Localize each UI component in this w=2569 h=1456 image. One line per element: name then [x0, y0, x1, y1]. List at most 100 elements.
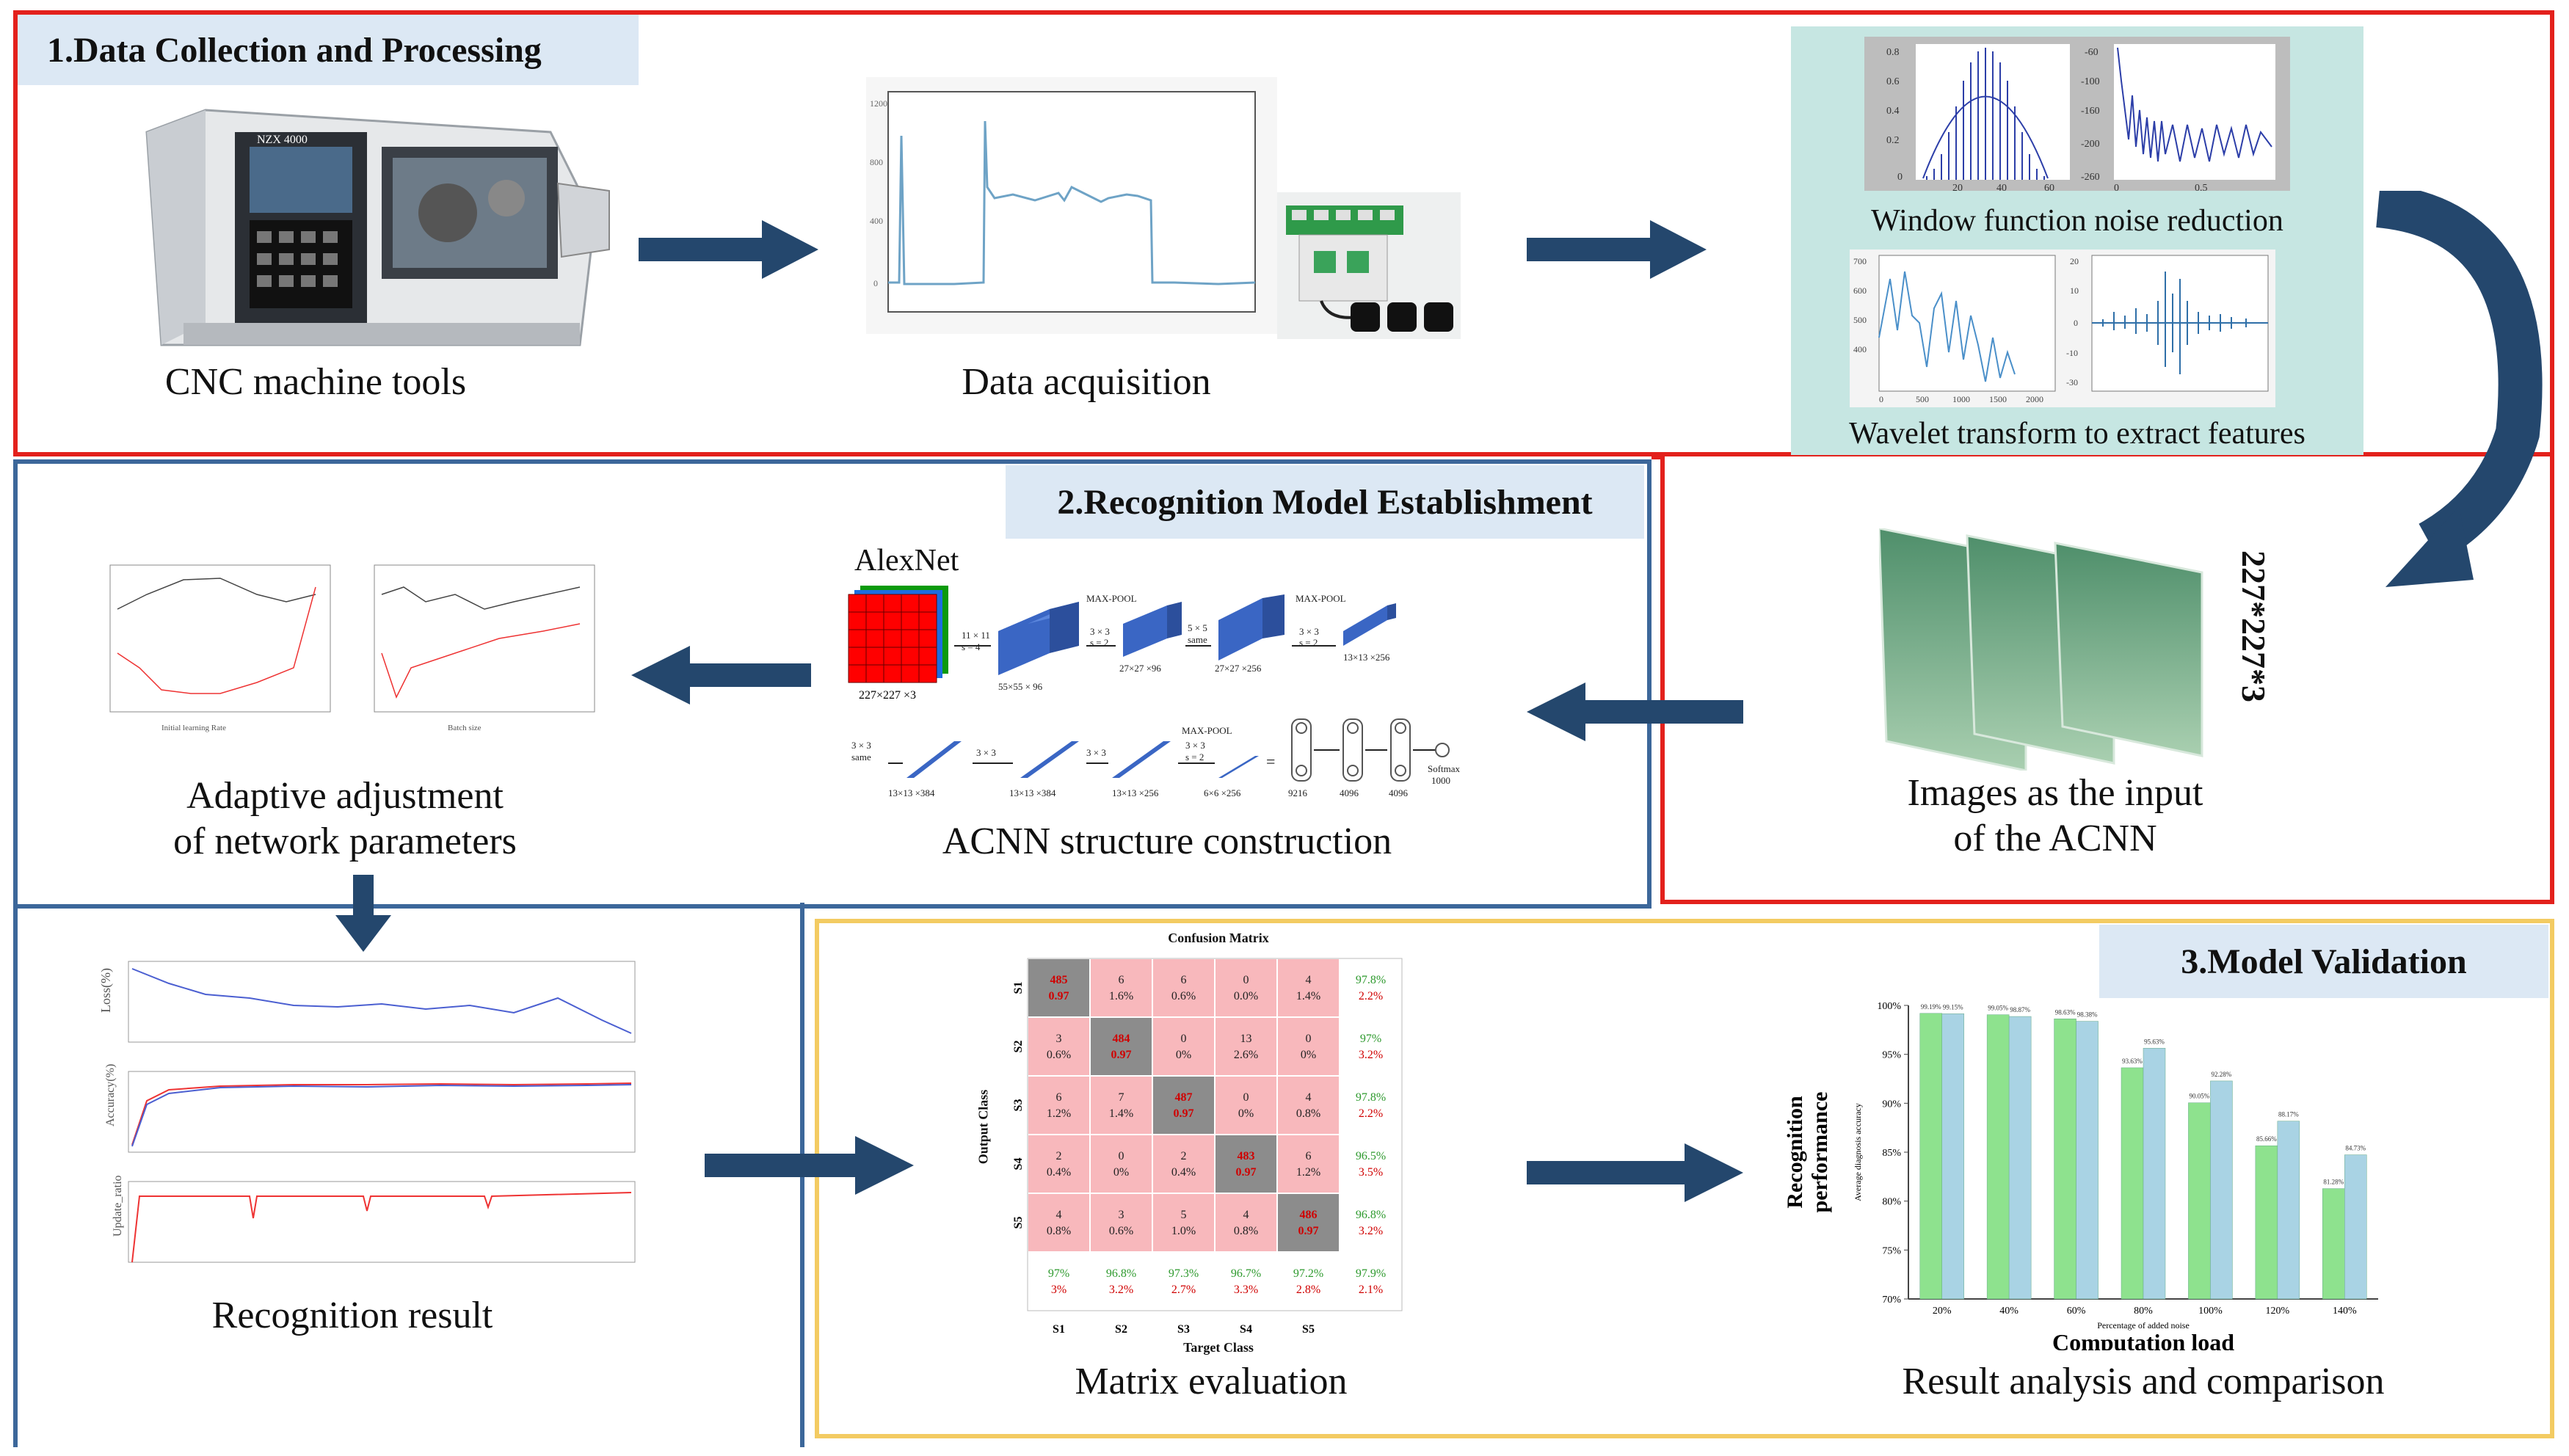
x-tick-label: 120%	[2266, 1306, 2290, 1317]
outer-ylabel-line: Recognition	[1783, 1096, 1807, 1209]
cm-count: 6	[1056, 1091, 1062, 1104]
bar	[2255, 1145, 2278, 1300]
svg-text:same: same	[851, 751, 871, 762]
cm-cell	[1276, 1016, 1340, 1077]
svg-text:3 × 3: 3 × 3	[1086, 747, 1106, 758]
cm-cell	[1339, 1251, 1403, 1311]
cm-percent: 0.97	[1111, 1049, 1132, 1061]
cm-count: 97.3%	[1169, 1267, 1199, 1280]
section-1-frame	[13, 10, 2554, 456]
x-tick-label: 100%	[2198, 1306, 2223, 1317]
cm-col-label: S3	[1177, 1323, 1190, 1336]
cm-count: 97.8%	[1356, 974, 1386, 986]
cm-percent: 1.2%	[1047, 1107, 1071, 1120]
sensor-hardware-image	[1277, 192, 1461, 339]
svg-text:0.8: 0.8	[1886, 47, 1900, 58]
svg-text:13×13 ×384: 13×13 ×384	[1009, 787, 1056, 798]
svg-text:s = 2: s = 2	[1299, 637, 1318, 648]
svg-text:3 × 3: 3 × 3	[1299, 626, 1319, 637]
svg-text:9216: 9216	[1288, 787, 1308, 798]
cm-cell	[1027, 1016, 1091, 1077]
svg-text:0: 0	[873, 278, 878, 288]
svg-text:400: 400	[870, 216, 883, 226]
svg-text:227×227 ×3: 227×227 ×3	[859, 689, 916, 702]
cm-percent: 2.2%	[1359, 990, 1383, 1002]
y-tick-label: 80%	[1882, 1197, 1901, 1208]
cm-count: 4	[1306, 974, 1312, 986]
cm-count: 5	[1181, 1209, 1187, 1221]
cm-count: 7	[1119, 1091, 1124, 1104]
cm-cell	[1152, 1075, 1216, 1135]
cm-cell	[1339, 1016, 1403, 1077]
svg-text:3 × 3: 3 × 3	[1090, 626, 1110, 637]
svg-text:400: 400	[1853, 344, 1867, 354]
cm-cell	[1214, 1193, 1278, 1253]
cm-percent: 0.97	[1298, 1225, 1319, 1237]
cm-cell	[1152, 1016, 1216, 1077]
svg-text:55×55 × 96: 55×55 × 96	[998, 681, 1043, 692]
window-caption: Window function noise reduction	[1871, 204, 2283, 238]
bar	[2143, 1048, 2166, 1300]
svg-text:-60: -60	[2085, 47, 2099, 58]
cm-count: 6	[1306, 1150, 1312, 1162]
svg-text:10: 10	[2070, 285, 2079, 296]
cm-percent: 0.97	[1236, 1166, 1257, 1179]
alexnet-title: AlexNet	[854, 544, 959, 578]
svg-text:1000: 1000	[1952, 394, 1970, 404]
bar-value-label: 85.66%	[2256, 1135, 2277, 1143]
arrow-right-2	[1527, 220, 1707, 279]
cm-percent: 1.0%	[1171, 1225, 1196, 1237]
cm-cell	[1214, 958, 1278, 1018]
arrow-left-2	[631, 646, 811, 705]
cm-percent: 2.1%	[1359, 1284, 1383, 1296]
svg-text:-100: -100	[2081, 76, 2100, 87]
cm-percent: 0.4%	[1171, 1166, 1196, 1179]
cm-col-label: S1	[1053, 1323, 1065, 1336]
svg-text:0.2: 0.2	[1886, 135, 1900, 146]
svg-text:Accuracy(%): Accuracy(%)	[104, 1064, 117, 1126]
bar	[1941, 1013, 1964, 1300]
cm-percent: 1.2%	[1296, 1166, 1320, 1179]
outer-ylabel-line: performance	[1808, 1092, 1832, 1213]
section-2-red-connector	[1652, 455, 1665, 459]
cm-percent: 0.6%	[1109, 1225, 1133, 1237]
svg-text:600: 600	[1853, 285, 1867, 296]
cm-cell	[1027, 1075, 1091, 1135]
y-tick-label: 75%	[1882, 1245, 1901, 1256]
cm-border	[1027, 958, 1403, 1311]
cm-cell	[1339, 1075, 1403, 1135]
cm-count: 6	[1119, 974, 1124, 986]
cm-percent: 0.0%	[1234, 990, 1258, 1002]
y-tick-label: 90%	[1882, 1099, 1901, 1110]
svg-text:3 × 3: 3 × 3	[976, 747, 996, 758]
cm-count: 4	[1243, 1209, 1249, 1221]
arrow-right-4	[1527, 1143, 1743, 1202]
bar-value-label: 92.28%	[2212, 1071, 2232, 1078]
svg-text:Update_ratio: Update_ratio	[112, 1175, 124, 1237]
section-3-title: 3.Model Validation	[2099, 925, 2548, 998]
result-caption: Recognition result	[211, 1295, 493, 1336]
dims-text: 227*227*3	[2235, 550, 2272, 702]
cm-count: 0	[1243, 1091, 1249, 1104]
arrow-right-3	[705, 1136, 914, 1195]
bar-value-label: 88.17%	[2278, 1111, 2299, 1118]
cnc-caption: CNC machine tools	[164, 361, 467, 403]
cm-percent: 0.6%	[1047, 1049, 1071, 1061]
svg-text:MAX-POOL: MAX-POOL	[1086, 593, 1137, 604]
svg-text:13×13 ×384: 13×13 ×384	[888, 787, 935, 798]
svg-text:3 × 3: 3 × 3	[1185, 740, 1205, 751]
cm-cell	[1089, 1193, 1153, 1253]
cm-count: 97.9%	[1356, 1267, 1386, 1280]
svg-text:5 × 5: 5 × 5	[1188, 622, 1207, 633]
cm-cell	[1152, 1193, 1216, 1253]
svg-text:4096: 4096	[1389, 787, 1409, 798]
svg-text:Initial learning Rate: Initial learning Rate	[161, 724, 226, 732]
svg-text:0: 0	[2114, 183, 2119, 194]
bar-value-label: 98.38%	[2077, 1011, 2098, 1019]
svg-text:13×13 ×256: 13×13 ×256	[1343, 652, 1390, 663]
cm-cell	[1276, 1075, 1340, 1135]
cm-cell	[1339, 1134, 1403, 1194]
cm-count: 96.7%	[1231, 1267, 1261, 1280]
